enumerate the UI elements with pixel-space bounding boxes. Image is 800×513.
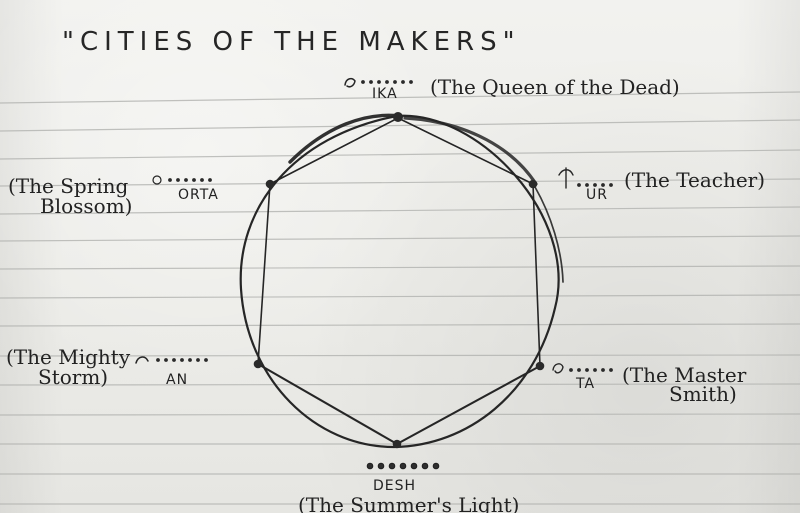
ta-dot-row — [569, 368, 613, 372]
lower-right-hex-edge-accent — [395, 364, 542, 446]
ta-description-line-1: (The Master — [622, 363, 747, 387]
ruled-line-5 — [0, 206, 800, 215]
upper-right-circle-shading — [403, 116, 538, 186]
right-circle-double-line — [534, 186, 564, 283]
orta-description-line-1: (The Spring — [8, 174, 129, 198]
desh-annotation: DESH (The Summer's Light) — [298, 462, 519, 513]
ika-description: (The Queen of the Dead) — [430, 75, 680, 99]
page-title: "CITIES OF THE MAKERS" — [62, 27, 521, 57]
orta-label: ORTA — [178, 187, 219, 203]
ruled-line-1 — [0, 91, 800, 104]
ur-annotation: UR (The Teacher) — [558, 167, 765, 203]
an-annotation: (The Mighty Storm) AN — [6, 345, 208, 389]
an-dot-row — [156, 358, 208, 362]
desh-description: (The Summer's Light) — [298, 493, 519, 513]
an-description-line-1: (The Mighty — [6, 345, 131, 369]
circle-and-hexagon — [239, 112, 564, 449]
desh-dot-row — [366, 462, 440, 470]
an-description-line-2: Storm) — [38, 365, 108, 389]
upper-left-hex-edge-accent — [269, 117, 399, 185]
orta-description-line-2: Blossom) — [40, 194, 132, 218]
lower-left-hex-edge-accent — [256, 362, 399, 446]
desh-label: DESH — [373, 478, 416, 494]
ta-annotation: TA (The Master Smith) — [552, 363, 747, 406]
upper-circle-shading — [288, 113, 402, 164]
an-glyph-icon — [135, 356, 149, 364]
ruled-line-2 — [0, 119, 800, 132]
orta-annotation: (The Spring Blossom) ORTA — [8, 174, 219, 218]
ruled-line-8 — [0, 294, 800, 299]
ruled-line-4 — [0, 178, 800, 187]
ika-dot-row — [361, 80, 413, 84]
ruled-line-7 — [0, 265, 800, 270]
ruled-lines — [0, 91, 800, 505]
ruled-line-10 — [0, 354, 800, 357]
orta-glyph-icon — [152, 175, 162, 185]
ur-dot-row — [577, 183, 613, 187]
ruled-line-6 — [0, 235, 800, 242]
ika-annotation: IKA (The Queen of the Dead) — [344, 75, 680, 102]
ta-node — [535, 361, 545, 371]
upper-right-hex-edge-accent — [397, 117, 534, 185]
an-label: AN — [166, 372, 188, 388]
ur-glyph-icon — [558, 167, 574, 189]
an-node — [253, 359, 263, 369]
ika-glyph-icon — [344, 77, 356, 88]
ta-label: TA — [575, 376, 595, 392]
ika-node — [393, 112, 403, 122]
outer-circle — [239, 114, 560, 449]
orta-dot-row — [168, 178, 212, 182]
desh-node — [392, 439, 402, 449]
ur-node — [528, 179, 538, 189]
ruled-line-12 — [0, 413, 800, 416]
ika-label: IKA — [372, 86, 398, 102]
ur-description: (The Teacher) — [624, 168, 765, 192]
orta-node — [265, 179, 275, 189]
ruled-line-9 — [0, 323, 800, 327]
ta-glyph-icon — [552, 363, 564, 374]
ur-label: UR — [586, 187, 608, 203]
ruled-line-3 — [0, 149, 800, 160]
ruled-line-11 — [0, 383, 800, 386]
ta-description-line-2: Smith) — [669, 382, 737, 406]
